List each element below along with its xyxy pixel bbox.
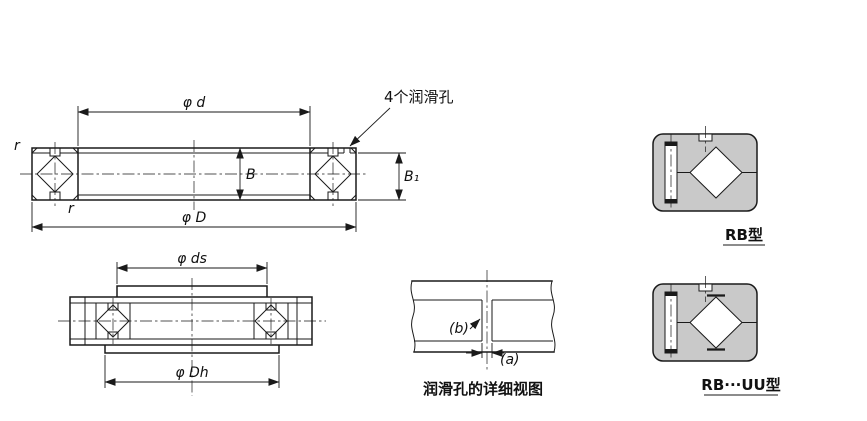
- rb-type-caption: RB型: [725, 226, 763, 244]
- seal-lines: [707, 294, 725, 351]
- lubrication-hole: [343, 148, 351, 153]
- lube-holes-label: 4个润滑孔: [384, 88, 454, 106]
- centerlines: [670, 276, 706, 360]
- dim-housing-shoulder-label: φ Dh: [175, 365, 208, 381]
- seam-lines: [32, 152, 356, 196]
- detail-view-caption: 润滑孔的详细视图: [423, 380, 543, 398]
- raceway-lines: [413, 299, 553, 342]
- lubrication-hole-detail: [481, 300, 493, 341]
- crossed-roller-diamond: [689, 296, 743, 349]
- bearing-outline: [31, 147, 357, 201]
- extension-lines: [31, 106, 406, 232]
- lube-hole-detail-view: (b) (a) 润滑孔的详细视图: [410, 270, 556, 398]
- centerlines: [58, 278, 326, 396]
- centerlines: [20, 140, 368, 210]
- main-section-view: φ d 4个润滑孔 r r B B₁ φ D: [14, 88, 454, 232]
- rb-type-view: RB型: [652, 126, 765, 246]
- dim-bore-diameter-label: φ d: [183, 95, 206, 111]
- ring-lines: [70, 297, 312, 345]
- dim-b-leader: [469, 318, 481, 330]
- dim-b-label: (b): [449, 321, 469, 337]
- corner-chamfers: [31, 147, 357, 201]
- ring-edges: [411, 280, 555, 353]
- mounted-section-view: φ ds φ Dh: [58, 251, 326, 396]
- fillet-r-top-left-label: r: [14, 138, 21, 154]
- roller-diamond: [96, 304, 288, 338]
- rb-uu-type-view: RB···UU型: [652, 276, 781, 396]
- centerlines: [670, 126, 706, 210]
- dim-width-B-label: B: [246, 167, 256, 183]
- mounting-outline: [69, 285, 313, 354]
- rbuu-type-caption: RB···UU型: [701, 376, 780, 394]
- dim-outer-diameter-label: φ D: [182, 210, 207, 226]
- crossed-roller-diamond: [689, 146, 743, 199]
- dim-shaft-shoulder-label: φ ds: [177, 251, 207, 267]
- lube-hole-leader: [349, 107, 391, 147]
- extension-lines: [104, 262, 280, 388]
- fillet-r-inner-label: r: [68, 201, 75, 217]
- dim-width-B1-label: B₁: [404, 169, 419, 185]
- dim-a-label: (a): [500, 352, 520, 368]
